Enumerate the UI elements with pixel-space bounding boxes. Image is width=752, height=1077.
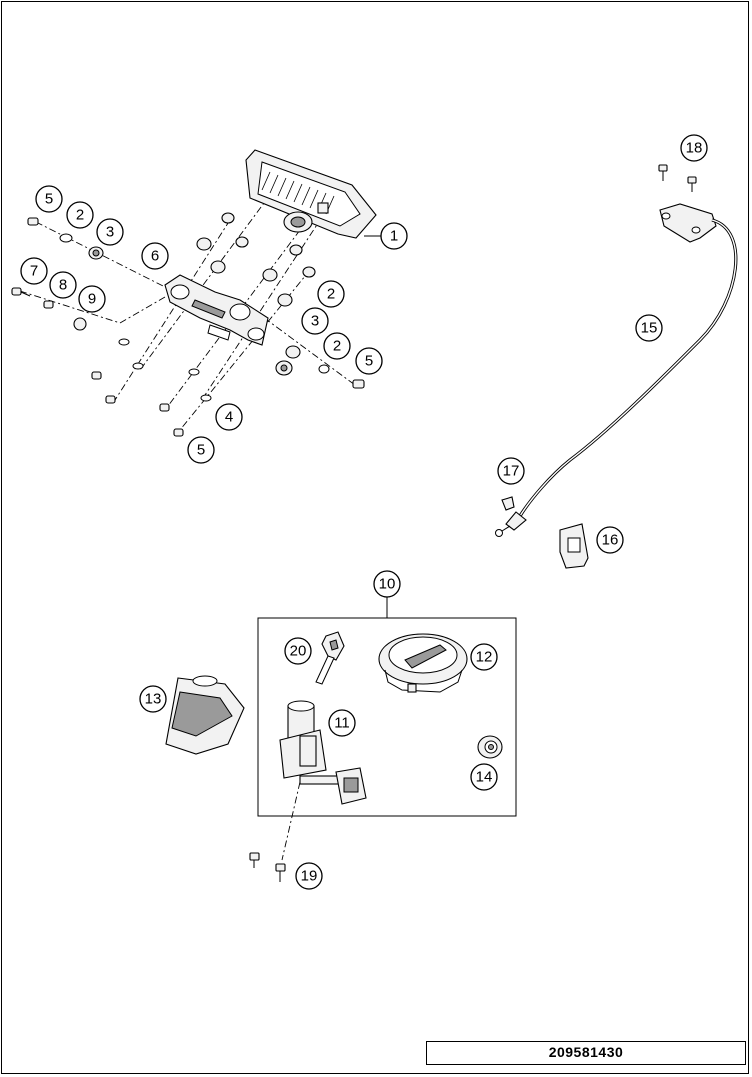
svg-text:12: 12 (476, 649, 493, 666)
svg-text:18: 18 (686, 140, 703, 157)
screws-and-grommets (11, 212, 365, 437)
svg-text:5: 5 (365, 353, 373, 370)
svg-text:2: 2 (333, 338, 341, 355)
document-number: 209581430 (426, 1041, 746, 1065)
callout-11: 11 (328, 709, 356, 737)
callout-18: 18 (680, 134, 708, 162)
callout-4: 4 (215, 403, 243, 431)
dashboard-assembly (11, 149, 388, 437)
callout-3b: 3 (301, 307, 329, 335)
callout-2b: 2 (317, 280, 345, 308)
svg-text:1: 1 (390, 228, 398, 245)
callout-16: 16 (596, 526, 624, 554)
svg-text:13: 13 (145, 691, 162, 708)
callout-5b: 5 (355, 347, 383, 375)
callout-1: 1 (380, 222, 408, 250)
svg-text:3: 3 (311, 313, 319, 330)
svg-text:14: 14 (476, 769, 493, 786)
instrument-cluster (245, 149, 377, 239)
svg-text:17: 17 (503, 463, 520, 480)
svg-text:5: 5 (197, 442, 205, 459)
callout-5c: 5 (187, 436, 215, 464)
callout-17: 17 (497, 457, 525, 485)
svg-text:11: 11 (334, 715, 350, 732)
svg-text:6: 6 (151, 248, 159, 265)
cable-assembly (495, 164, 738, 569)
callout-3: 3 (96, 218, 124, 246)
svg-text:2: 2 (76, 207, 84, 224)
callout-8: 8 (49, 271, 77, 299)
callout-9: 9 (78, 285, 106, 313)
svg-text:16: 16 (602, 532, 619, 549)
ignition-lock-set (165, 597, 517, 882)
mounting-bracket (164, 274, 269, 346)
callout-13: 13 (139, 685, 167, 713)
callout-10: 10 (373, 570, 401, 598)
callout-14: 14 (470, 763, 498, 791)
callout-12: 12 (470, 643, 498, 671)
svg-text:8: 8 (59, 277, 67, 294)
callout-6: 6 (141, 242, 169, 270)
svg-text:9: 9 (88, 291, 96, 308)
callout-7: 7 (20, 257, 48, 285)
svg-text:10: 10 (379, 576, 396, 593)
callout-5: 5 (35, 185, 63, 213)
svg-text:2: 2 (327, 286, 335, 303)
callout-2c: 2 (323, 332, 351, 360)
svg-text:20: 20 (290, 643, 307, 660)
svg-text:15: 15 (641, 320, 658, 337)
svg-text:19: 19 (301, 868, 318, 885)
callout-19: 19 (295, 862, 323, 890)
svg-text:5: 5 (45, 191, 53, 208)
svg-text:7: 7 (30, 263, 38, 280)
svg-text:3: 3 (106, 224, 114, 241)
callout-2: 2 (66, 201, 94, 229)
svg-text:4: 4 (225, 409, 233, 426)
callout-15: 15 (635, 314, 663, 342)
callout-20: 20 (284, 637, 312, 665)
